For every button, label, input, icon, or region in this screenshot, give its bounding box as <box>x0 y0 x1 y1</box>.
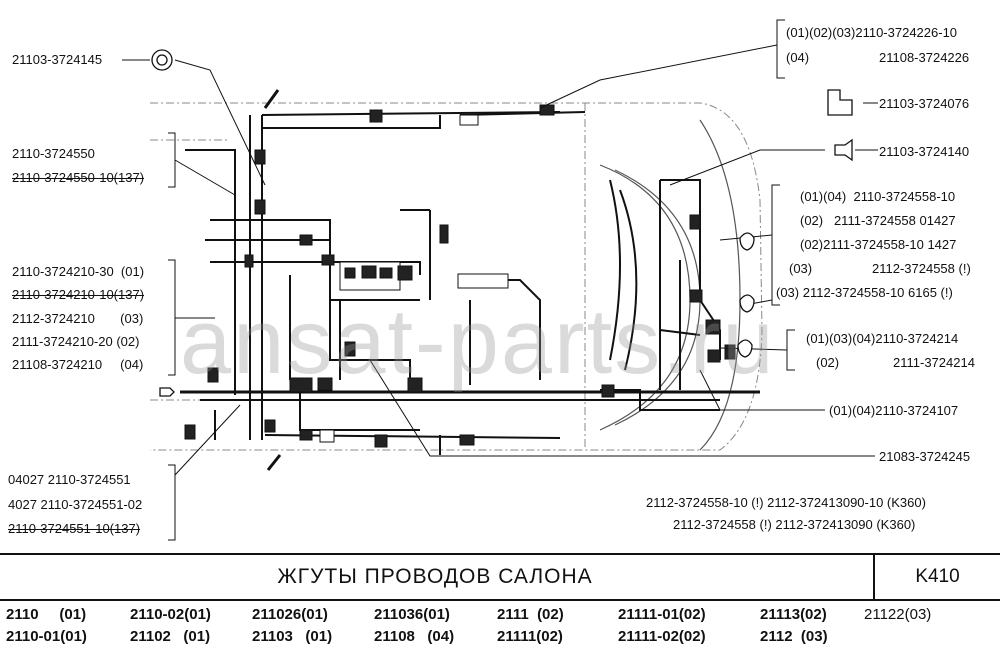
model-item: 21108 (04) <box>374 628 455 645</box>
note-k360-2: 2112-3724558 (!) 2112-372413090 (K360) <box>673 517 916 532</box>
note-k360-1: 2112-3724558-10 (!) 2112-372413090-10 (K… <box>646 495 926 510</box>
label-2112-3724558-10-6165: (03) 2112-3724558-10 6165 (!) <box>776 285 953 300</box>
model-item: 21111-02(02) <box>618 628 706 645</box>
label-2110-3724107: (01)(04)2110-3724107 <box>829 403 959 418</box>
model-item: 21122(03) <box>864 606 932 623</box>
leader-lines <box>122 19 878 541</box>
label-2110-3724558-10: (01)(04) 2110-3724558-10 <box>800 189 956 204</box>
model-item: 21111(02) <box>497 628 563 645</box>
title-divider <box>873 555 875 599</box>
component-icons <box>151 49 853 397</box>
model-item: 2110-02(01) <box>130 606 211 623</box>
model-item: 2110 (01) <box>6 606 87 623</box>
label-2112-3724558: 2112-3724558 (!) <box>872 261 971 276</box>
model-item: 21102 (01) <box>130 628 211 645</box>
model-legend: 2110 (01) 2110-02(01) 211026(01) 211036(… <box>0 602 1000 662</box>
model-item: 21103 (01) <box>252 628 333 645</box>
model-item: 211026(01) <box>252 606 328 623</box>
bulb-icon <box>739 232 755 251</box>
model-item: 2111 (02) <box>497 606 564 623</box>
model-item: 211036(01) <box>374 606 450 623</box>
label-21103-3724140: 21103-3724140 <box>879 144 970 159</box>
label-21103-3724076: 21103-3724076 <box>879 96 970 111</box>
label-2110-3724550: 2110-3724550 <box>12 146 95 161</box>
label-2111-3724558-01427: (02) 2111-3724558 01427 <box>800 213 956 228</box>
label-2110-3724551-10: 2110-3724551-10(137) <box>8 521 141 536</box>
page-title: ЖГУТЫ ПРОВОДОВ САЛОНА <box>277 565 593 588</box>
label-2110-3724210-10: 2110-3724210-10(137) <box>12 287 145 302</box>
bulb-icon <box>739 294 755 313</box>
ground-terminal-icon <box>159 387 175 397</box>
label-21108-3724210: 21108-3724210 (04) <box>12 357 144 372</box>
label-2110-3724210-30: 2110-3724210-30 (01) <box>12 264 145 279</box>
model-item: 2112 (03) <box>760 628 828 645</box>
bulb-icon <box>737 339 753 358</box>
label-2110-3724226-10: (01)(02)(03)2110-3724226-10 <box>786 25 958 40</box>
speaker-markers <box>263 89 282 471</box>
label-code-02: (02) <box>816 355 840 370</box>
label-21103-3724145: 21103-3724145 <box>12 52 103 67</box>
label-code-04: (04) <box>786 50 810 65</box>
label-04027-2110-3724551: 04027 2110-3724551 <box>8 472 131 487</box>
label-2111-3724558-10-1427: (02)2111-3724558-10 1427 <box>800 237 957 252</box>
page-code: K410 <box>915 566 960 587</box>
label-2110-3724214: (01)(03)(04)2110-3724214 <box>806 331 959 346</box>
label-4027-2110-3724551-02: 4027 2110-3724551-02 <box>8 497 143 512</box>
model-item: 21113(02) <box>760 606 827 623</box>
tweeter-icon <box>834 138 853 162</box>
label-21108-3724226: 21108-3724226 <box>879 50 970 65</box>
label-2111-3724214: 2111-3724214 <box>893 355 975 370</box>
label-21083-3724245: 21083-3724245 <box>879 449 971 464</box>
seat-heater-icon <box>827 89 853 116</box>
label-2110-3724550-10: 2110-3724550-10(137) <box>12 170 145 185</box>
car-body-outline <box>150 102 763 451</box>
model-item: 2110-01(01) <box>6 628 87 645</box>
label-code-03: (03) <box>789 261 813 276</box>
label-2111-3724210-20: 2111-3724210-20 (02) <box>12 334 140 349</box>
model-item: 21111-01(02) <box>618 606 706 623</box>
label-2112-3724210: 2112-3724210 (03) <box>12 311 144 326</box>
title-row: ЖГУТЫ ПРОВОДОВ САЛОНА K410 <box>0 553 1000 601</box>
